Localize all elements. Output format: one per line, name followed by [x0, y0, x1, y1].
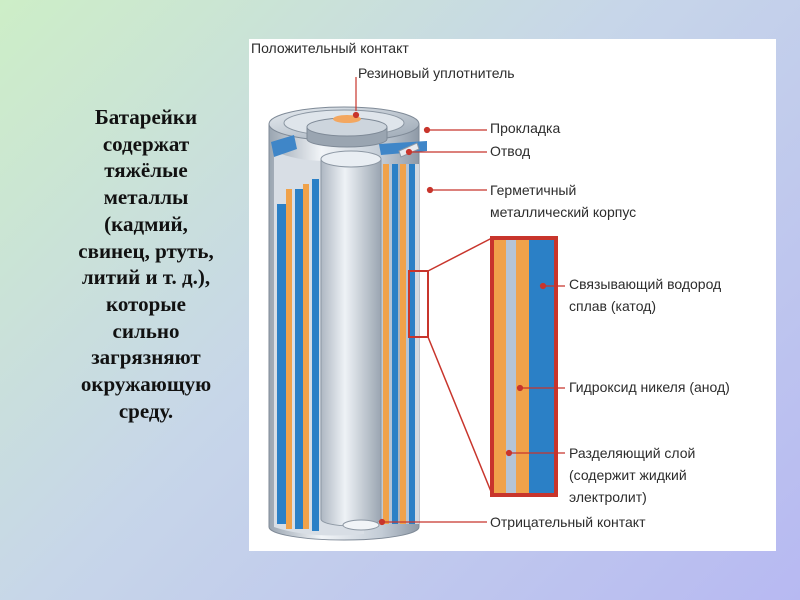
slide-text-line: металлы — [40, 184, 252, 211]
negative-terminal — [343, 520, 379, 530]
label-case-line1: Герметичный — [490, 181, 576, 200]
label-gasket: Прокладка — [490, 119, 560, 138]
zoom-connector-top — [428, 238, 492, 271]
slide-text-line: тяжёлые — [40, 157, 252, 184]
left-electrode-layers — [277, 179, 319, 531]
label-cathode-line1: Связывающий водород — [569, 275, 721, 294]
label-cathode-line2: сплав (катод) — [569, 297, 656, 316]
right-electrode-layers — [383, 164, 419, 524]
slide-text-line: Батарейки — [40, 104, 252, 131]
label-case-line2: металлический корпус — [490, 203, 636, 222]
slide-text-line: сильно — [40, 318, 252, 345]
slide-text-line: содержат — [40, 131, 252, 158]
label-negative-contact: Отрицательный контакт — [490, 513, 645, 532]
label-tap: Отвод — [490, 142, 530, 161]
label-separator-line2: (содержит жидкий — [569, 466, 687, 485]
battery-diagram-panel: Положительный контакт Резиновый уплотнит… — [249, 39, 776, 551]
slide-text-line: литий и т. д.), — [40, 264, 252, 291]
slide-body-text: Батарейки содержат тяжёлые металлы (кадм… — [40, 104, 252, 424]
label-separator-line3: электролит) — [569, 488, 647, 507]
zoomed-cross-section — [492, 238, 556, 495]
slide-text-line: окружающую — [40, 371, 252, 398]
slide-text-line: (кадмий, — [40, 211, 252, 238]
slide-text-line: которые — [40, 291, 252, 318]
label-anode: Гидроксид никеля (анод) — [569, 378, 730, 397]
battery-diagram — [249, 39, 776, 551]
core-cylinder — [321, 151, 381, 526]
label-rubber-seal: Резиновый уплотнитель — [358, 64, 515, 83]
label-separator-line1: Разделяющий слой — [569, 444, 695, 463]
slide-text-line: загрязняют — [40, 344, 252, 371]
label-positive-contact: Положительный контакт — [251, 39, 409, 58]
slide-text-line: среду. — [40, 398, 252, 425]
slide-text-line: свинец, ртуть, — [40, 238, 252, 265]
zoom-connector-bottom — [428, 337, 492, 494]
